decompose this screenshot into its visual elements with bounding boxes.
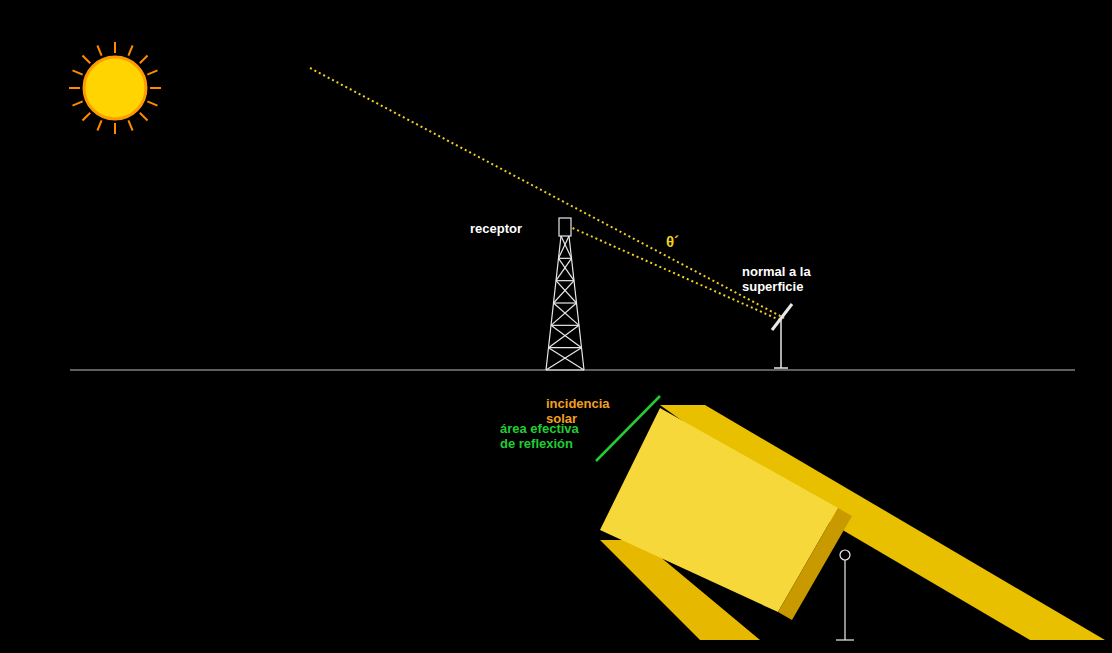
tower-brace [559, 258, 572, 259]
sun-ray [73, 70, 83, 74]
tower-brace [556, 280, 574, 281]
sun-ray [69, 87, 80, 89]
tower-brace [549, 347, 582, 348]
tower-brace [556, 281, 577, 303]
effective-area-label: área efectiva de reflexión [500, 422, 592, 452]
sun-ray [128, 120, 132, 130]
tower-brace [549, 325, 580, 347]
ground-line [70, 369, 1075, 370]
tower-brace [549, 348, 585, 370]
normal-label: normal a la superficie [742, 265, 842, 295]
tower-brace [551, 325, 579, 326]
incident-ray [310, 68, 784, 318]
tower-brace [554, 281, 575, 303]
tower-brace [546, 369, 584, 370]
sun-ray [147, 70, 157, 74]
sun-ray [97, 120, 101, 130]
mirror-detail [600, 405, 1105, 640]
sun-ray [128, 46, 132, 56]
tower-brace [556, 258, 572, 280]
sun [69, 42, 161, 134]
tower-brace [559, 258, 575, 280]
tower-brace [559, 236, 570, 258]
sun-ray [97, 46, 101, 56]
sun-ray [73, 101, 83, 105]
sun-ray [147, 101, 157, 105]
angle-label: θ´ [666, 233, 696, 250]
tower [546, 218, 584, 370]
sun-ray [114, 42, 116, 53]
sun-ray [140, 55, 148, 63]
tower-brace [554, 303, 580, 325]
sun-ray [82, 113, 90, 121]
sun-ray [82, 55, 90, 63]
sun-ray [150, 87, 161, 89]
tower-brace [551, 325, 582, 347]
receptor-label: receptor [470, 222, 550, 237]
sun-ray [114, 123, 116, 134]
tower-brace [554, 302, 577, 303]
tower-brace [551, 303, 577, 325]
tower-brace [546, 348, 582, 370]
tower-brace [561, 236, 572, 258]
sun-ray [140, 113, 148, 121]
heliostat [772, 304, 792, 368]
